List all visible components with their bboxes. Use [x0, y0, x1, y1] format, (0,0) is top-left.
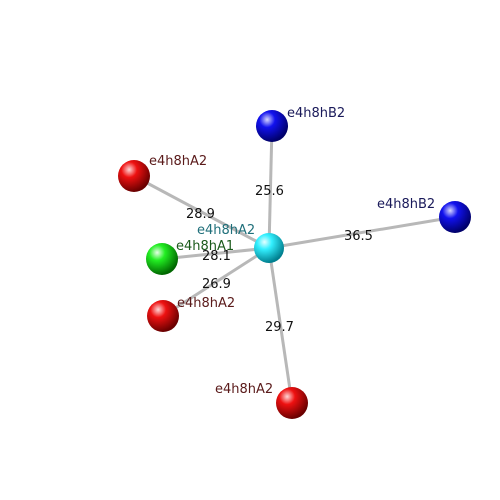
edge-labels: 25.6 28.9 28.1 26.9 29.7 36.5 — [186, 184, 373, 335]
node-label-red-bottom: e4h8hA2 — [215, 382, 273, 397]
node-label-red-top: e4h8hA2 — [149, 154, 207, 169]
node-label-blue-right: e4h8hB2 — [377, 197, 435, 212]
edges — [133, 125, 456, 404]
node-blue-right — [439, 201, 471, 233]
node-red-bottom — [276, 387, 308, 419]
node-blue-top — [256, 110, 288, 142]
edge-center-green — [161, 246, 270, 261]
node-center — [254, 233, 284, 263]
node-red-mid — [147, 300, 179, 332]
edge-label-blue-right: 36.5 — [344, 229, 373, 244]
edge-label-green: 28.1 — [202, 249, 231, 264]
edge-center-red-bottom — [267, 247, 294, 404]
nodes — [118, 110, 471, 419]
node-red-top — [118, 160, 150, 192]
node-green — [146, 243, 178, 275]
edge-label-blue-top: 25.6 — [255, 184, 284, 199]
node-label-green: e4h8hA1 — [176, 239, 234, 254]
edge-label-red-bottom: 29.7 — [265, 320, 294, 335]
edge-center-red-mid — [162, 246, 270, 318]
edge-label-red-mid: 26.9 — [202, 277, 231, 292]
node-labels: e4h8hB2 e4h8hA2 e4h8hB2 e4h8hA2 e4h8hA1 … — [149, 106, 435, 397]
node-label-red-mid: e4h8hA2 — [177, 296, 235, 311]
node-label-blue-top: e4h8hB2 — [287, 106, 345, 121]
edge-center-red-top — [133, 174, 270, 250]
node-label-center: e4h8hA2 — [197, 223, 255, 238]
edge-center-blue-right — [268, 215, 456, 250]
edge-label-red-top: 28.9 — [186, 207, 215, 222]
edge-center-blue-top — [267, 125, 274, 249]
